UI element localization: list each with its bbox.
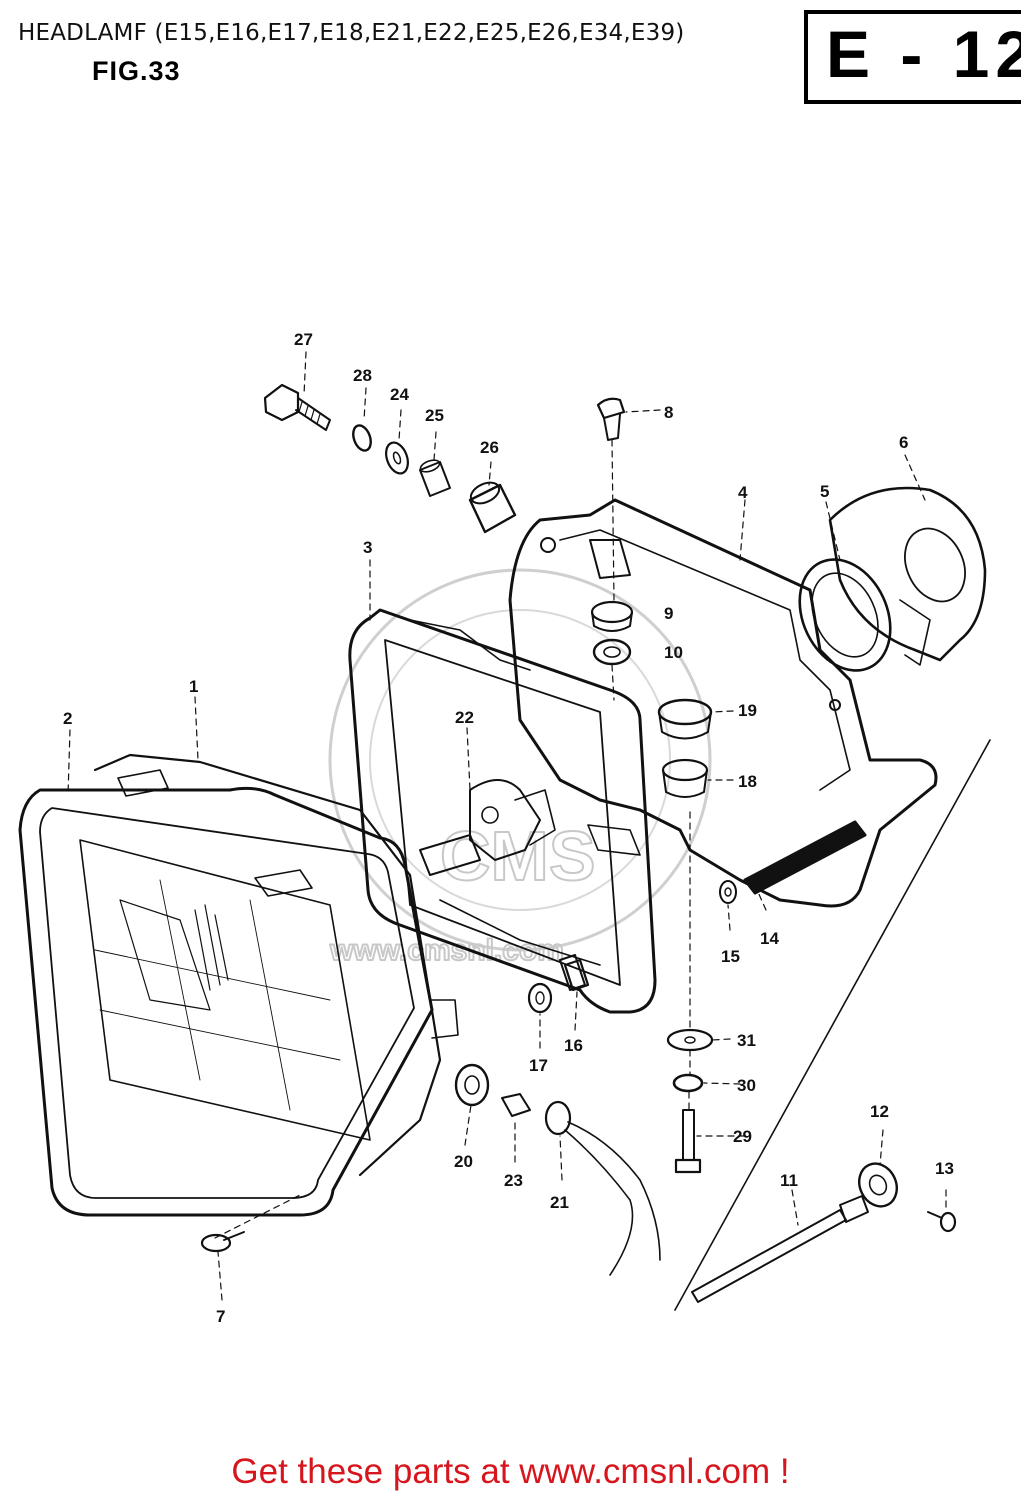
callout-10: 10 xyxy=(664,643,683,662)
callout-labels: 1 2 3 4 5 6 7 8 9 10 11 12 13 14 15 16 1… xyxy=(63,330,954,1326)
part-7-screw xyxy=(200,1231,245,1253)
callout-11: 11 xyxy=(780,1171,798,1190)
callout-17: 17 xyxy=(529,1056,548,1075)
leader-lines xyxy=(67,351,947,1301)
callout-24: 24 xyxy=(390,385,409,404)
callout-21: 21 xyxy=(550,1193,569,1212)
part-9-grommet xyxy=(590,600,634,632)
callout-4: 4 xyxy=(738,483,748,502)
part-6-cover xyxy=(828,486,987,666)
part-19-damper xyxy=(657,698,713,740)
callout-6: 6 xyxy=(899,433,908,452)
callout-19: 19 xyxy=(738,701,757,720)
callout-30: 30 xyxy=(737,1076,756,1095)
part-26-rubber-bush xyxy=(468,481,517,534)
part-29-bolt xyxy=(674,1109,702,1174)
part-5-socket-ring xyxy=(798,558,892,672)
part-31-washer xyxy=(666,1028,714,1052)
part-27-bolt xyxy=(263,383,331,431)
callout-28: 28 xyxy=(353,366,372,385)
callout-25: 25 xyxy=(425,406,444,425)
part-21-socket xyxy=(544,1100,661,1276)
part-1-headlamp-unit xyxy=(79,753,459,1177)
callout-2: 2 xyxy=(63,709,72,728)
callout-22: 22 xyxy=(455,708,474,727)
part-16-nut xyxy=(563,958,590,992)
footer-promo-link[interactable]: Get these parts at www.cmsnl.com ! xyxy=(231,1452,790,1491)
part-2-rim xyxy=(18,786,434,1217)
part-10-nut xyxy=(592,638,632,666)
callout-16: 16 xyxy=(564,1036,583,1055)
part-28-washer xyxy=(352,424,372,452)
callout-14: 14 xyxy=(760,929,779,948)
part-30-nut xyxy=(672,1073,704,1093)
part-13-screw xyxy=(927,1211,957,1233)
part-11-adjusting-screw xyxy=(691,1195,869,1303)
callout-29: 29 xyxy=(733,1127,752,1146)
watermark-site: www.cmsnl.com xyxy=(329,934,564,967)
part-18-cushion xyxy=(661,758,709,798)
callout-15: 15 xyxy=(721,947,740,966)
diagram-title: HEADLAMF (E15,E16,E17,E18,E21,E22,E25,E2… xyxy=(18,20,685,46)
figure-number: FIG.33 xyxy=(92,56,181,86)
callout-20: 20 xyxy=(454,1152,473,1171)
callout-31: 31 xyxy=(737,1031,756,1050)
part-17-grommet xyxy=(527,982,553,1014)
part-25-collar xyxy=(419,459,451,497)
callout-7: 7 xyxy=(216,1307,225,1326)
callout-9: 9 xyxy=(664,604,673,623)
part-22-bulb xyxy=(419,779,556,876)
part-23-position-bulb xyxy=(501,1093,531,1117)
callout-1: 1 xyxy=(189,677,198,696)
callout-27: 27 xyxy=(294,330,313,349)
watermark-logo: CMS www.cmsnl.com xyxy=(328,568,712,968)
part-3-frame xyxy=(348,608,657,1014)
region-code-box: E - 12 xyxy=(804,10,1021,104)
part-15-washer xyxy=(719,880,737,904)
part-12-adjusting-knob xyxy=(858,1162,898,1208)
callout-26: 26 xyxy=(480,438,499,457)
region-code: E - 12 xyxy=(826,17,1021,91)
callout-8: 8 xyxy=(664,403,673,422)
callout-5: 5 xyxy=(820,482,829,501)
callout-23: 23 xyxy=(504,1171,523,1190)
sub-assembly-line xyxy=(674,739,991,1311)
callout-13: 13 xyxy=(935,1159,954,1178)
part-14-spring xyxy=(743,820,867,895)
watermark-text: CMS xyxy=(440,817,596,895)
part-4-housing xyxy=(508,498,938,908)
callout-3: 3 xyxy=(363,538,372,557)
callout-12: 12 xyxy=(870,1102,889,1121)
callout-18: 18 xyxy=(738,772,757,791)
part-24-washer xyxy=(385,441,409,475)
part-8-screw xyxy=(596,397,626,441)
part-20-grommet xyxy=(454,1063,490,1107)
